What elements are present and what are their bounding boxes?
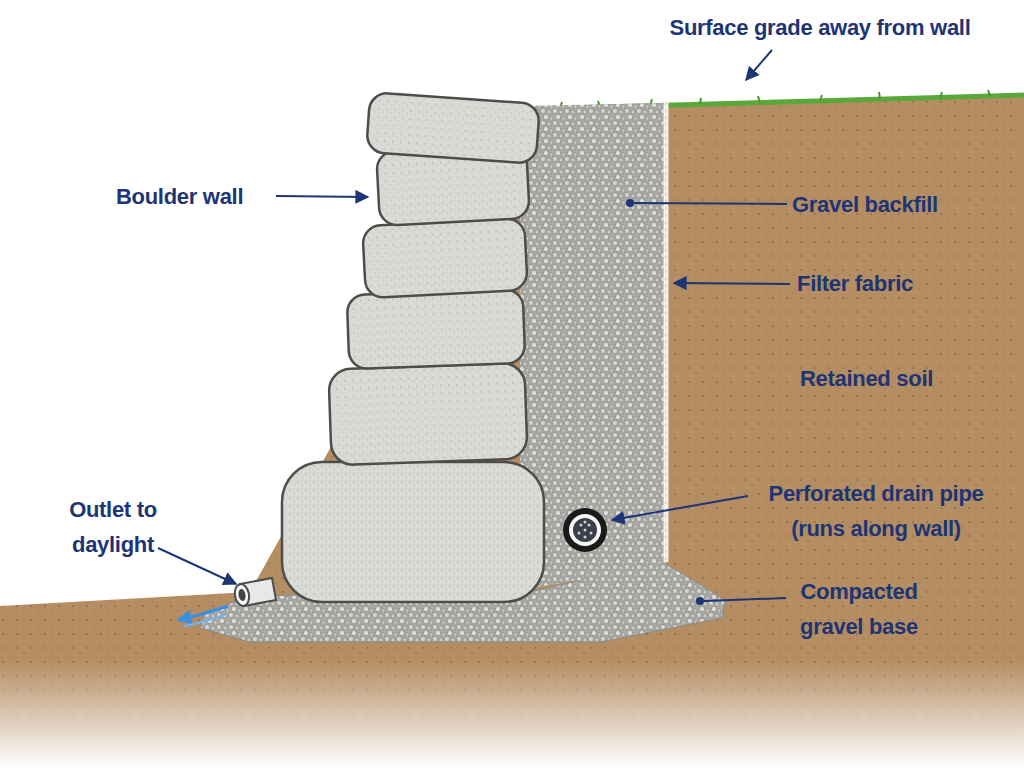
filter-fabric: [664, 102, 669, 562]
filter-fabric-weave: [666, 102, 667, 562]
boulder: [328, 363, 527, 466]
boulder: [366, 92, 540, 164]
leader-line: [746, 50, 772, 80]
leader-line: [612, 496, 748, 520]
part-label: Boulder wall: [116, 179, 276, 214]
boulder: [347, 289, 525, 369]
outlet-pipe: [233, 578, 276, 607]
leader-line: [674, 283, 790, 284]
part-label: Outlet to daylight: [52, 492, 174, 562]
soil-fade: [0, 660, 1024, 768]
boulder: [362, 218, 528, 298]
leader-dot: [626, 199, 634, 207]
soil-mass: [0, 94, 1024, 768]
leader-line: [158, 548, 236, 584]
boulder-stack: [282, 92, 544, 602]
leader-lines: [158, 50, 790, 601]
perforated-drain-pipe: [563, 508, 607, 552]
part-label: Filter fabric: [797, 266, 997, 301]
part-label: Compacted gravel base: [780, 574, 938, 644]
boulder: [282, 462, 544, 602]
part-label: Perforated drain pipe (runs along wall): [745, 476, 1007, 546]
part-label: Retained soil: [800, 361, 1000, 396]
leader-line: [634, 203, 787, 204]
part-label: Gravel backfill: [792, 187, 992, 222]
part-label: Surface grade away from wall: [640, 10, 1000, 45]
water-flow-arrow: [178, 606, 228, 620]
leader-line: [704, 598, 786, 601]
water-flow-arrow: [184, 614, 226, 626]
leader-dot: [696, 597, 704, 605]
leader-line: [276, 196, 368, 197]
